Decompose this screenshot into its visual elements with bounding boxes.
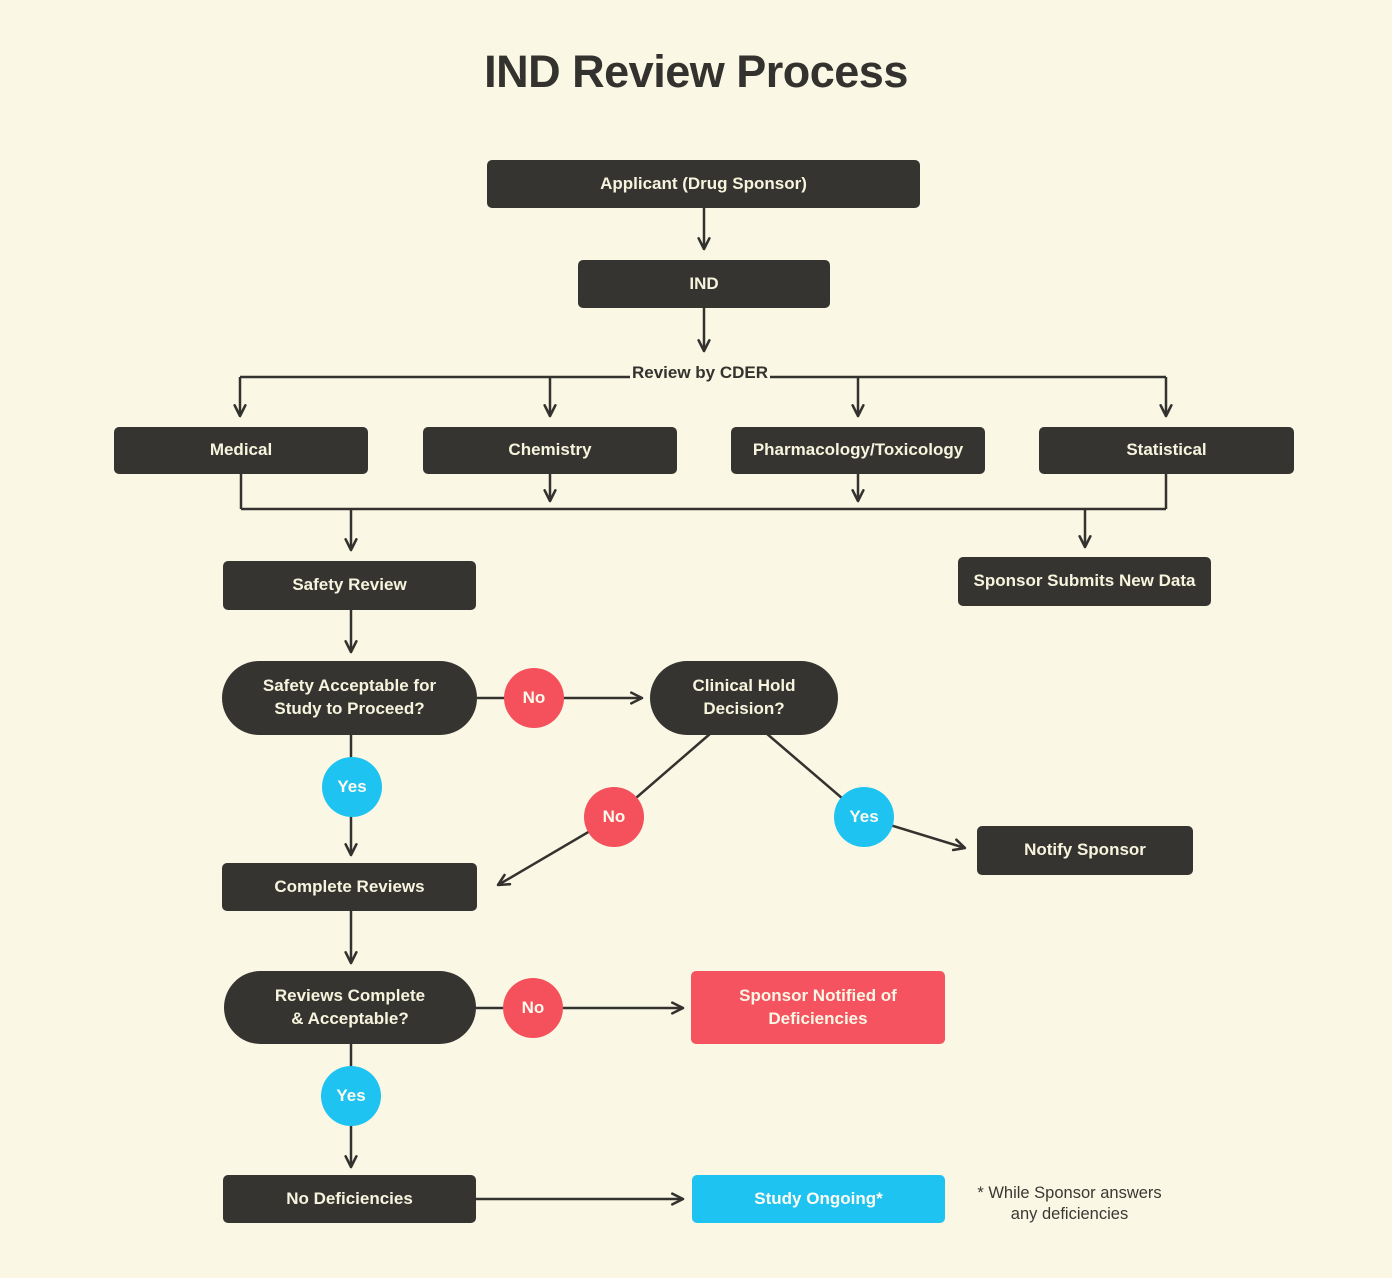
node-safety-acceptable: Safety Acceptable for Study to Proceed? bbox=[222, 661, 477, 735]
node-ind: IND bbox=[578, 260, 830, 308]
footnote-line2: any deficiencies bbox=[1010, 1205, 1129, 1224]
node-no-deficiencies: No Deficiencies bbox=[223, 1175, 476, 1223]
decision-yes-clinical-hold: Yes bbox=[834, 787, 894, 847]
decision-no-reviews: No bbox=[503, 978, 563, 1038]
footnote: * While Sponsor answers any deficiencies bbox=[962, 1183, 1177, 1226]
sponsor-notified-line1: Sponsor Notified of bbox=[739, 985, 897, 1005]
safety-acceptable-line2: Study to Proceed? bbox=[274, 699, 425, 718]
decision-yes-reviews: Yes bbox=[321, 1066, 381, 1126]
node-reviews-complete: Reviews Complete & Acceptable? bbox=[224, 971, 476, 1044]
node-sponsor-submits-new-data: Sponsor Submits New Data bbox=[958, 557, 1211, 606]
clinical-hold-line1: Clinical Hold bbox=[692, 676, 796, 696]
clinical-hold-line2: Decision? bbox=[703, 699, 785, 718]
node-study-ongoing: Study Ongoing* bbox=[692, 1175, 945, 1223]
node-medical: Medical bbox=[114, 427, 368, 474]
node-notify-sponsor: Notify Sponsor bbox=[977, 826, 1193, 875]
node-safety-review: Safety Review bbox=[223, 561, 476, 610]
node-complete-reviews: Complete Reviews bbox=[222, 863, 477, 911]
flowchart-title: IND Review Process bbox=[484, 46, 908, 97]
node-sponsor-notified-of-deficiencies: Sponsor Notified of Deficiencies bbox=[691, 971, 945, 1044]
label-review-by-cder: Review by CDER bbox=[631, 363, 769, 382]
reviews-complete-line2: & Acceptable? bbox=[291, 1008, 409, 1028]
footnote-line1: * While Sponsor answers bbox=[977, 1184, 1162, 1202]
node-pharmacology-toxicology: Pharmacology/Toxicology bbox=[731, 427, 985, 474]
node-applicant: Applicant (Drug Sponsor) bbox=[487, 160, 920, 208]
node-statistical: Statistical bbox=[1039, 427, 1294, 474]
decision-no-clinical-hold: No bbox=[584, 787, 644, 847]
node-chemistry: Chemistry bbox=[423, 427, 677, 474]
decision-yes-safety: Yes bbox=[322, 757, 382, 817]
decision-no-safety: No bbox=[504, 668, 564, 728]
sponsor-notified-line2: Deficiencies bbox=[768, 1008, 868, 1028]
safety-acceptable-line1: Safety Acceptable for bbox=[262, 676, 437, 696]
node-clinical-hold: Clinical Hold Decision? bbox=[650, 661, 838, 735]
reviews-complete-line1: Reviews Complete bbox=[274, 985, 426, 1005]
